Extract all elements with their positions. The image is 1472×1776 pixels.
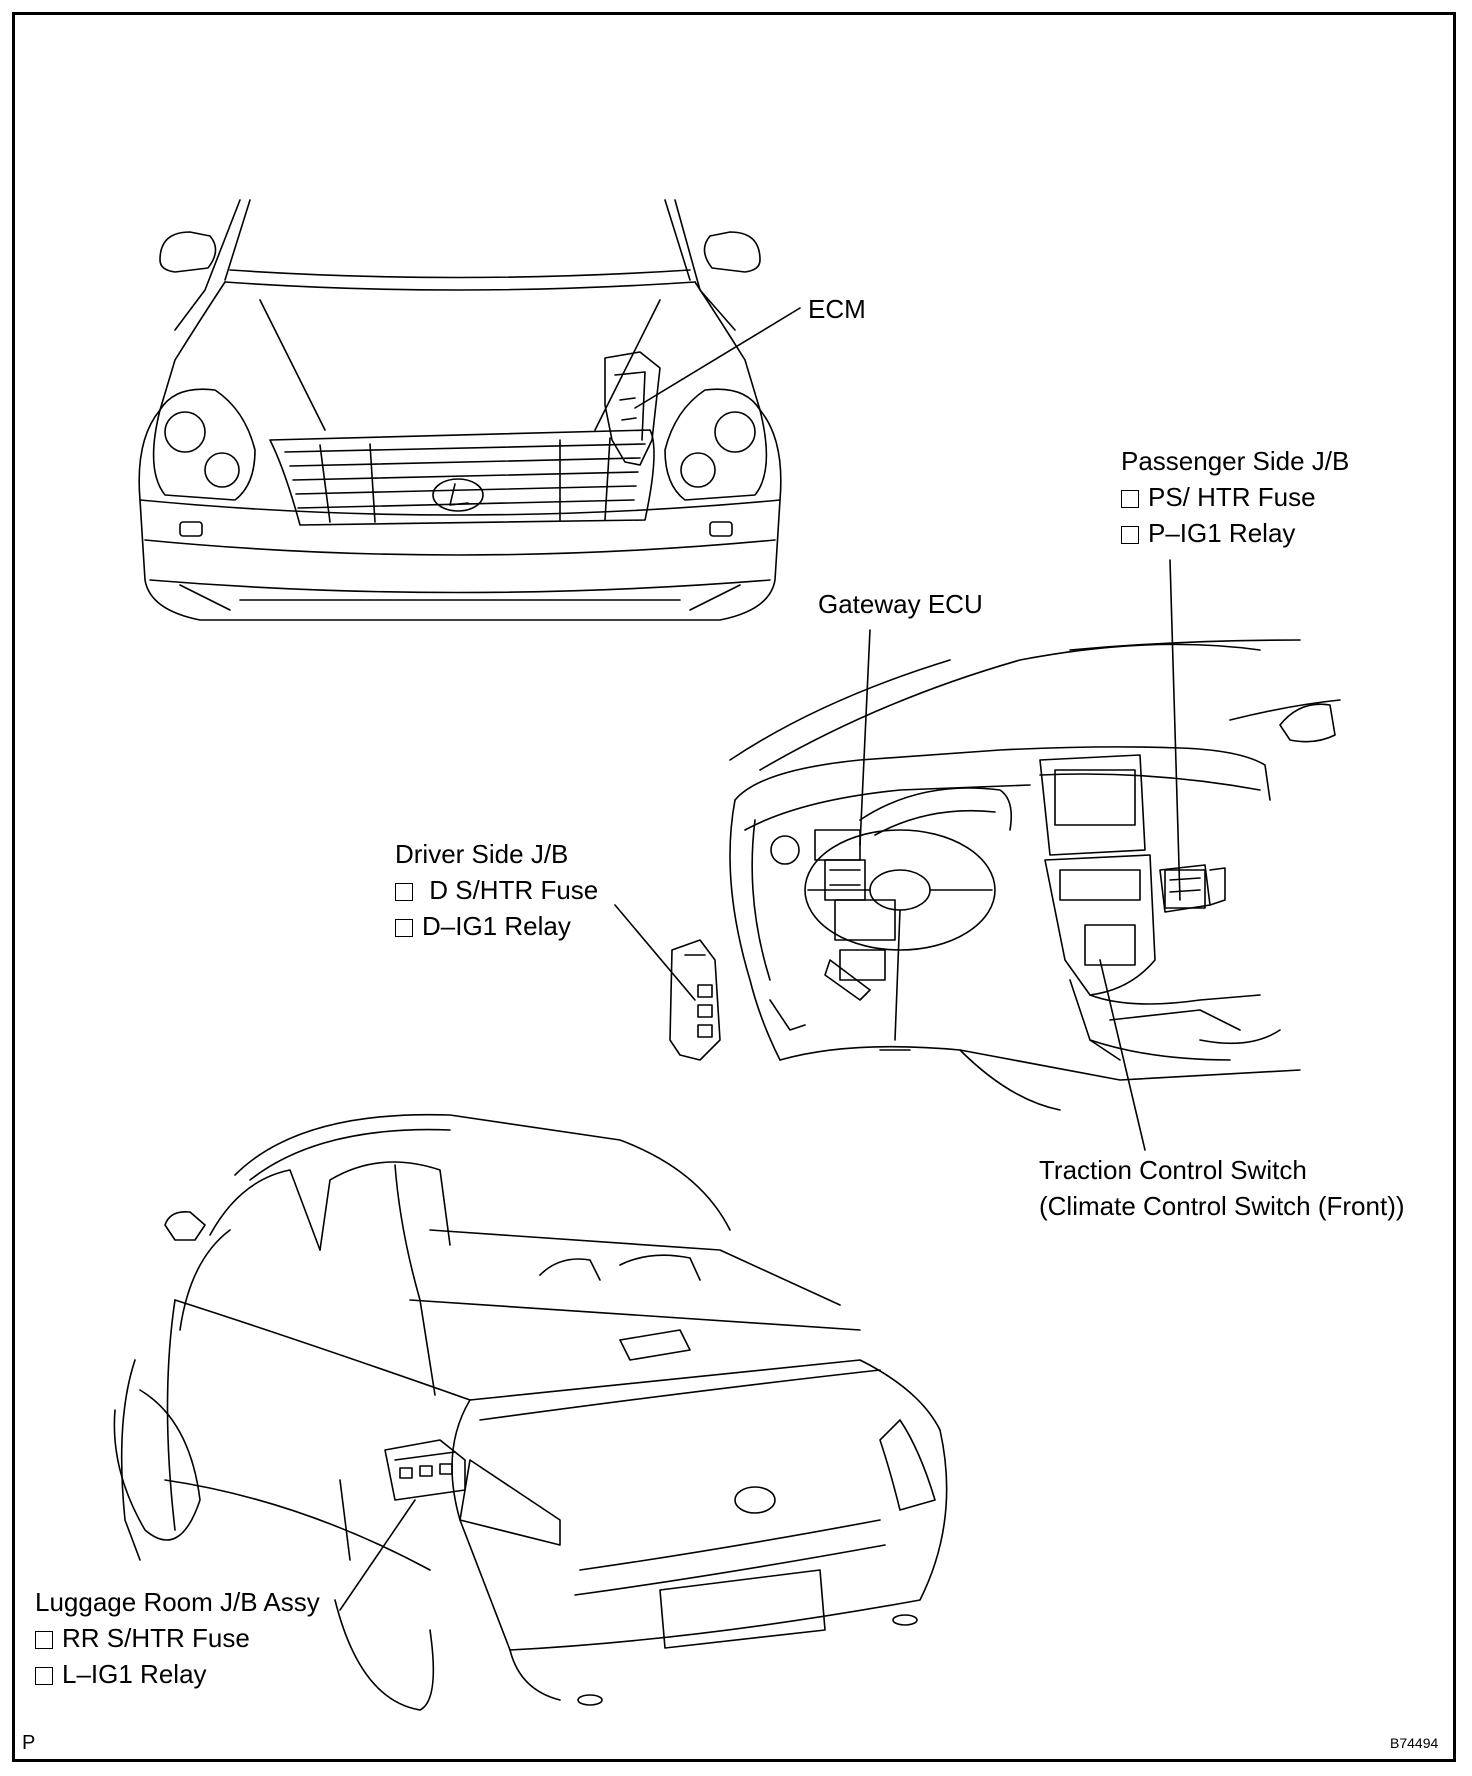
car-front-view bbox=[138, 199, 801, 621]
luggage-jb-title: Luggage Room J/B Assy bbox=[35, 1587, 320, 1617]
traction-switch-line1: Traction Control Switch bbox=[1039, 1155, 1307, 1185]
passenger-jb-callout: Passenger Side J/B PS/ HTR Fuse P–IG1 Re… bbox=[1121, 443, 1349, 551]
traction-switch-callout: Traction Control Switch (Climate Control… bbox=[1039, 1152, 1405, 1224]
traction-switch-line2: (Climate Control Switch (Front)) bbox=[1039, 1191, 1405, 1221]
checkbox-icon bbox=[35, 1667, 53, 1685]
passenger-jb-item: P–IG1 Relay bbox=[1148, 518, 1296, 548]
driver-jb-callout: Driver Side J/B D S/HTR Fuse D–IG1 Relay bbox=[395, 836, 598, 944]
diagram-frame bbox=[12, 12, 1456, 1762]
gateway-ecu-label: Gateway ECU bbox=[818, 589, 983, 619]
instrument-panel-view bbox=[729, 559, 1341, 1151]
driver-jb-item: D–IG1 Relay bbox=[422, 911, 571, 941]
driver-jb-title: Driver Side J/B bbox=[395, 839, 569, 869]
driver-jb-part bbox=[614, 904, 721, 1061]
checkbox-icon bbox=[1121, 526, 1139, 544]
ecm-label: ECM bbox=[808, 294, 866, 324]
checkbox-icon bbox=[395, 919, 413, 937]
checkbox-icon bbox=[1121, 490, 1139, 508]
driver-jb-item: D S/HTR Fuse bbox=[429, 875, 599, 905]
luggage-jb-item: L–IG1 Relay bbox=[62, 1659, 207, 1689]
figure-code: B74494 bbox=[1390, 1735, 1439, 1751]
checkbox-icon bbox=[395, 883, 413, 901]
passenger-jb-title: Passenger Side J/B bbox=[1121, 446, 1350, 476]
passenger-jb-item: PS/ HTR Fuse bbox=[1148, 482, 1316, 512]
corner-mark: P bbox=[22, 1732, 36, 1754]
checkbox-icon bbox=[35, 1631, 53, 1649]
luggage-jb-item: RR S/HTR Fuse bbox=[62, 1623, 250, 1653]
luggage-jb-callout: Luggage Room J/B Assy RR S/HTR Fuse L–IG… bbox=[35, 1584, 320, 1692]
car-rear-view bbox=[113, 1113, 948, 1711]
